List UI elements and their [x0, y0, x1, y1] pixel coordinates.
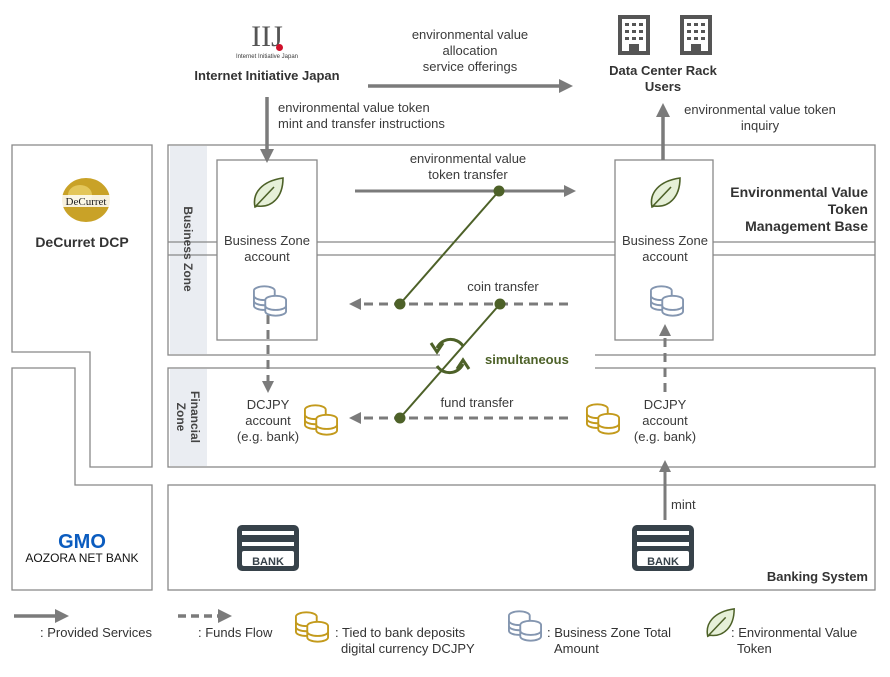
iij-logo-dot: [276, 44, 283, 51]
gmo-outline: [11, 367, 153, 591]
label-line: environmental value token: [684, 102, 836, 117]
decurret-logo-text: DeCurret: [65, 196, 107, 208]
gold-coins-icon: [585, 403, 621, 435]
iij-logo: IIJ: [251, 20, 283, 53]
label-line: Financial: [188, 390, 202, 443]
banking-system-label: Banking System: [766, 569, 868, 584]
label-line: : Tied to bank deposits: [335, 625, 466, 640]
decurret-outline: [11, 144, 153, 468]
decurret-name: DeCurret DCP: [35, 234, 129, 250]
label-line: : Environmental Value: [731, 625, 858, 640]
legend-funds-flow: : Funds Flow: [198, 625, 273, 640]
label-line: Token: [827, 201, 868, 217]
iij-logo-subtext: Internet Initiative Japan: [235, 54, 299, 60]
building-icon: [618, 15, 650, 55]
label-line: (e.g. bank): [236, 429, 300, 444]
label-line: DCJPY: [246, 397, 290, 412]
label-line: environmental value: [411, 27, 529, 42]
legend-provided-services: : Provided Services: [40, 625, 152, 640]
label-line: Management Base: [745, 218, 868, 234]
label-line: Business Zone: [622, 233, 708, 248]
label-line: digital currency DCJPY: [341, 641, 475, 656]
gmo-logo-subtext: AOZORA NET BANK: [25, 551, 139, 565]
bank-label: BANK: [252, 556, 284, 568]
label-line: service offerings: [422, 59, 518, 74]
sync-icon: [429, 337, 471, 375]
label-line: environmental value: [409, 151, 527, 166]
decurret-logo: [54, 178, 118, 222]
label-line: allocation: [442, 43, 498, 58]
label-line: Environmental Value: [730, 184, 868, 200]
fund-transfer-label: fund transfer: [440, 395, 514, 410]
coin-transfer-label: coin transfer: [467, 279, 539, 294]
simultaneous-label: simultaneous: [485, 352, 569, 367]
label-line: Amount: [554, 641, 599, 656]
building-icon: [680, 15, 712, 55]
business-zone-label: Business Zone: [181, 206, 195, 292]
label-line: Business Zone: [224, 233, 310, 248]
label-line: Users: [644, 79, 682, 94]
label-line: token transfer: [428, 167, 508, 182]
link-dots: [394, 185, 506, 424]
iij-name: Internet Initiative Japan: [194, 68, 340, 83]
mint-label: mint: [671, 497, 696, 512]
banking-system-box: [167, 484, 876, 591]
gmo-logo: GMO: [58, 531, 106, 553]
label-line: DCJPY: [643, 397, 687, 412]
label-line: Token: [737, 641, 772, 656]
label-line: account: [642, 249, 688, 264]
label-line: account: [244, 249, 290, 264]
label-line: (e.g. bank): [633, 429, 697, 444]
label-line: account: [245, 413, 291, 428]
bank-label: BANK: [647, 556, 679, 568]
label-line: : Business Zone Total: [547, 625, 672, 640]
label-line: mint and transfer instructions: [278, 116, 445, 131]
label-line: environmental value token: [278, 100, 430, 115]
label-line: Zone: [174, 402, 188, 432]
label-line: account: [642, 413, 688, 428]
label-line: Data Center Rack: [609, 63, 717, 78]
label-line: inquiry: [740, 118, 780, 133]
